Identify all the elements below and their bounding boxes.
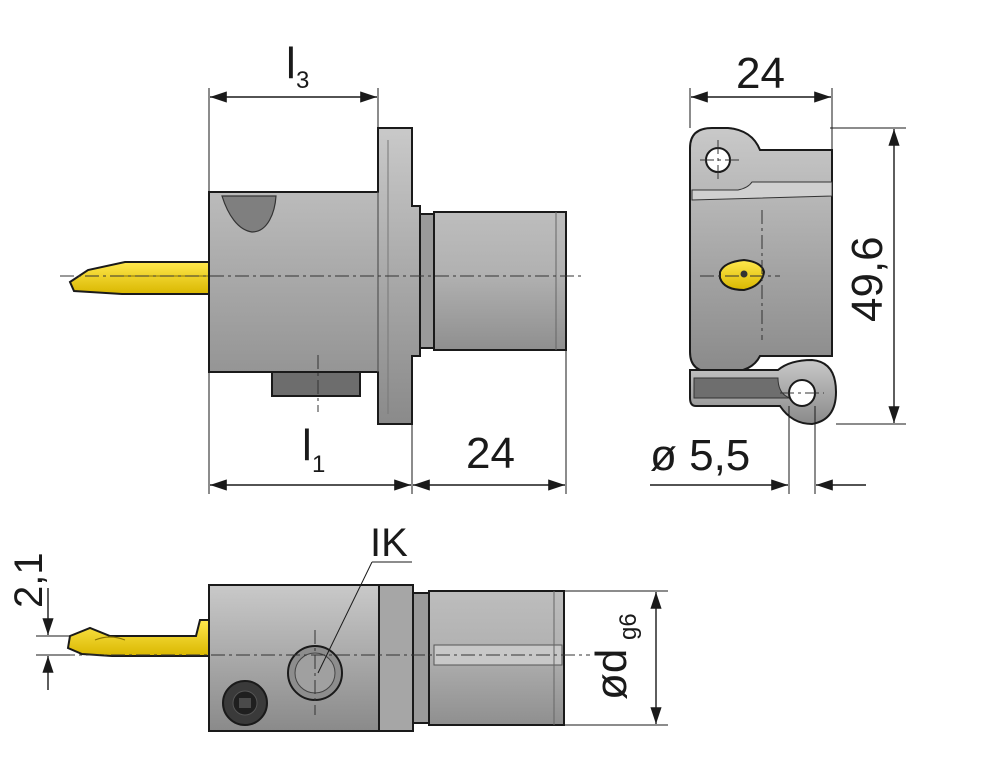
l1-subscript: 1: [312, 451, 325, 478]
clamp-block: [271, 371, 361, 397]
bottom-insert: [66, 619, 211, 657]
shank: [433, 211, 567, 351]
upper-band: [691, 181, 833, 201]
l3-subscript: 3: [296, 67, 309, 94]
shank-neck: [419, 213, 435, 349]
tip-offset-label: 2,1: [7, 552, 51, 608]
bottom-view: IK 2,1 ød g6: [7, 521, 668, 732]
shank-diameter-label: ød: [587, 649, 636, 700]
boring-bar-insert: [68, 261, 210, 295]
shank-diameter-subscript: g6: [615, 613, 642, 640]
lower-band: [693, 377, 791, 399]
front-width-label: 24: [466, 429, 515, 478]
l1-label: l: [302, 421, 312, 470]
hole-diameter-label: ø 5,5: [650, 431, 750, 480]
ik-label: IK: [370, 521, 408, 565]
side-width-label: 24: [736, 49, 785, 98]
bottom-neck: [412, 592, 430, 724]
side-view: 24 49,6 ø 5,5: [650, 49, 906, 494]
body-recess: [221, 195, 277, 233]
front-view: l 3 l 1 24: [60, 39, 585, 494]
bottom-flange: [378, 584, 414, 732]
height-label: 49,6: [843, 236, 892, 322]
l3-label: l: [286, 39, 296, 88]
